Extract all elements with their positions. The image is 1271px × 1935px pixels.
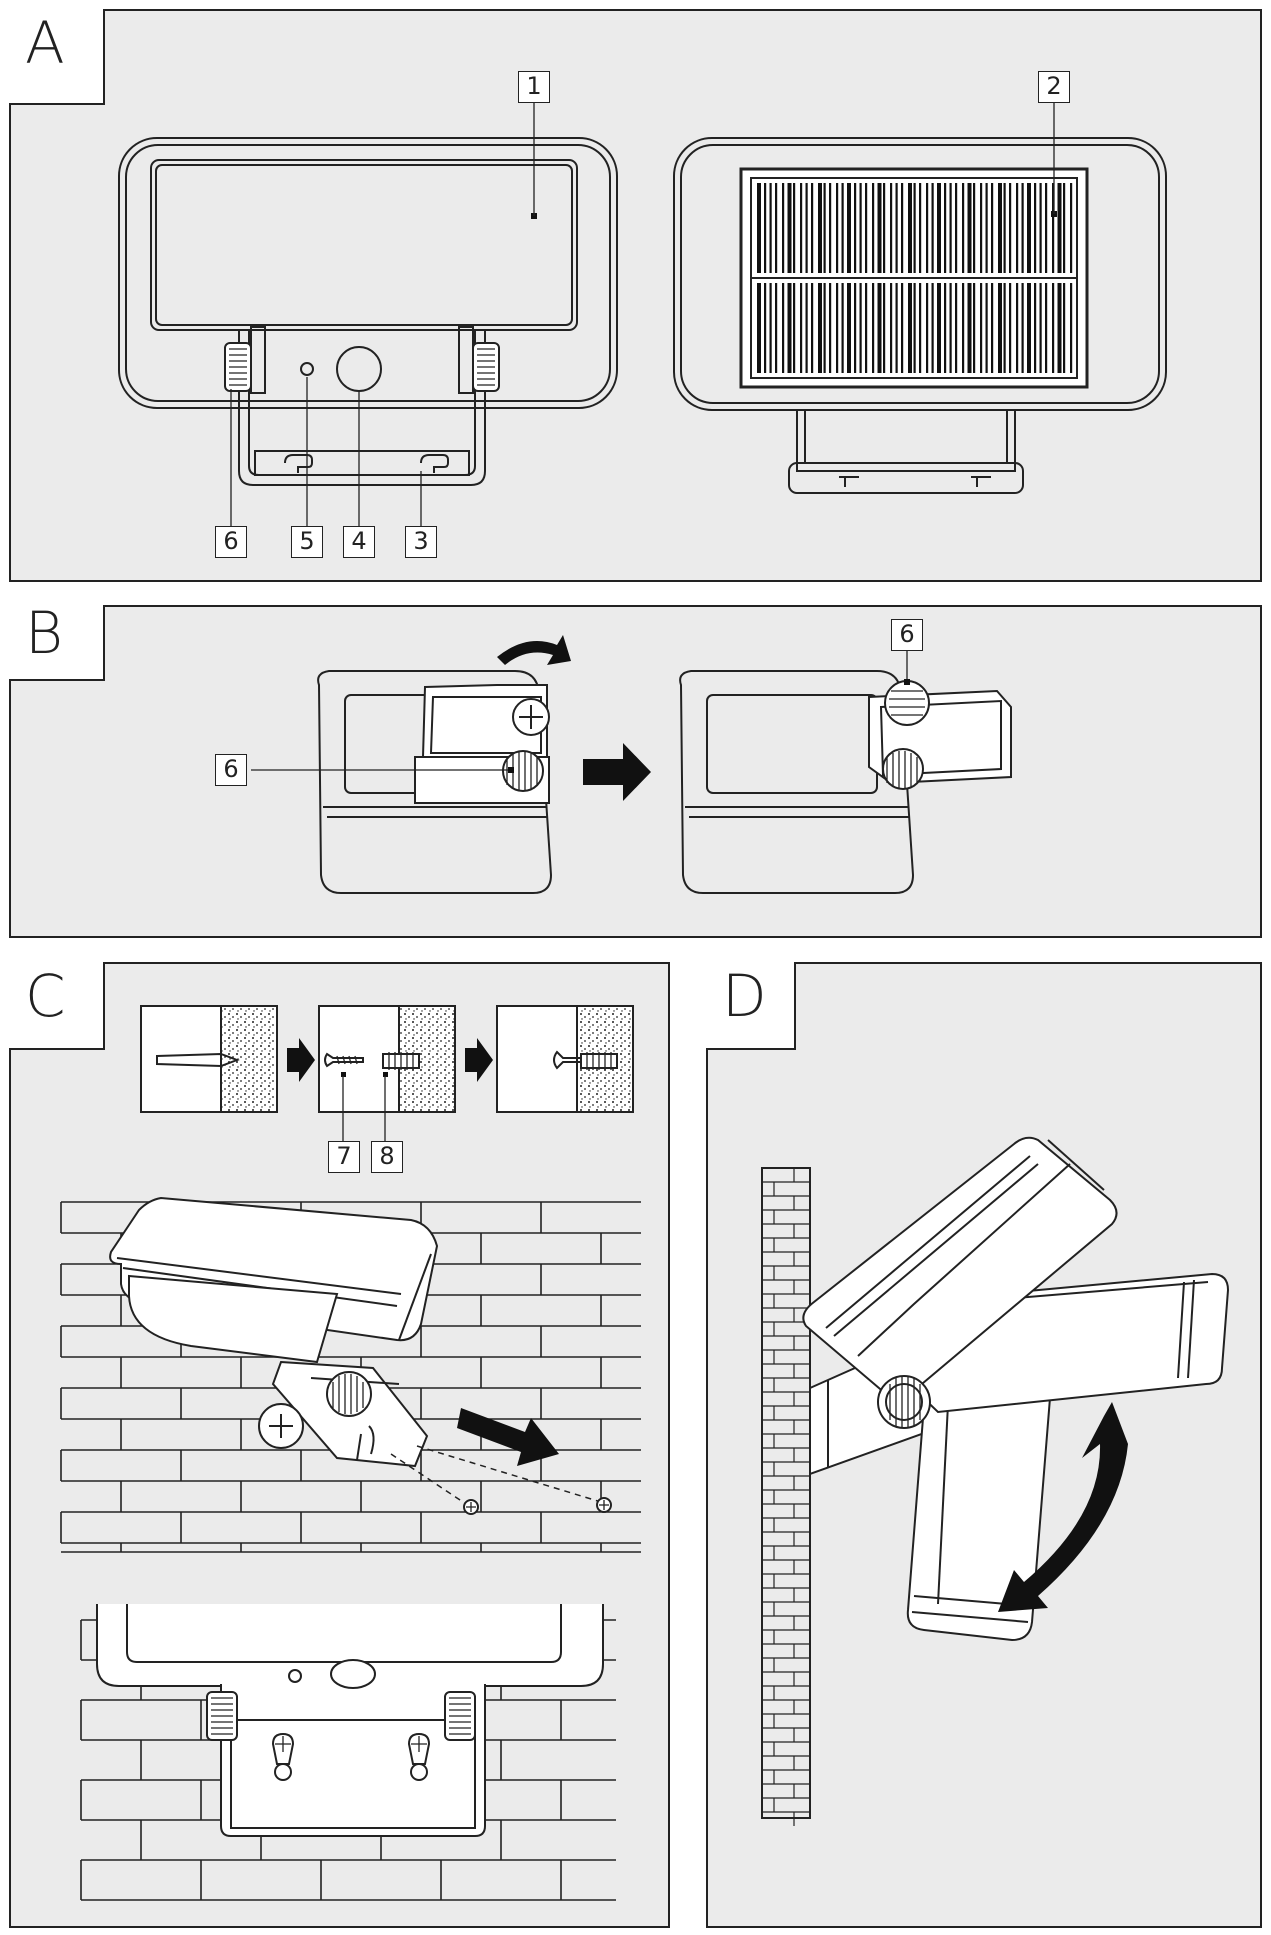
panel-d-tag: D — [706, 962, 796, 1050]
right-arrow-icon — [583, 743, 651, 801]
rotate-arrow-icon — [497, 635, 571, 665]
callout-2: 2 — [1038, 71, 1070, 103]
right-arrow-icon — [457, 1408, 559, 1466]
drill-step-illustration — [140, 1005, 315, 1113]
callout-1: 1 — [518, 71, 550, 103]
panel-a: A — [9, 9, 1262, 582]
callout-7: 7 — [328, 1141, 360, 1173]
lamp-side-right-illustration — [679, 651, 1012, 894]
panel-c-letter: C — [25, 962, 66, 1030]
panel-c-artwork — [60, 1005, 641, 1901]
lamp-back-illustration — [673, 101, 1167, 494]
screw-installed-step-illustration — [496, 1005, 634, 1113]
lamp-upper-position-illustration — [802, 1136, 1118, 1400]
panel-c-tag: C — [9, 962, 105, 1050]
panel-d: D — [706, 962, 1262, 1928]
panel-a-letter: A — [25, 9, 65, 77]
solar-cell-stripes — [757, 183, 1073, 373]
panel-b-letter: B — [25, 599, 63, 667]
panel-c: C — [9, 962, 670, 1928]
screw-plug-step-illustration — [318, 1005, 493, 1142]
panel-b-artwork — [251, 635, 1012, 894]
lamp-mounted-closeup-illustration — [96, 1604, 604, 1837]
lamp-side-left-illustration — [251, 635, 571, 894]
panel-a-tag: A — [9, 9, 105, 105]
callout-8: 8 — [371, 1141, 403, 1173]
panel-b-tag: B — [9, 599, 105, 681]
callout-4: 4 — [343, 526, 375, 558]
lamp-wall-tilted-illustration — [109, 1196, 612, 1515]
panel-d-artwork — [761, 1136, 1230, 1826]
callout-6-left: 6 — [215, 754, 247, 786]
callout-3: 3 — [405, 526, 437, 558]
panel-a-artwork — [118, 101, 1167, 529]
callout-6: 6 — [215, 526, 247, 558]
panel-b: B — [9, 599, 1262, 938]
panel-d-letter: D — [722, 962, 767, 1030]
swing-arrow-icon — [998, 1402, 1128, 1612]
lamp-front-illustration — [118, 101, 618, 529]
callout-5: 5 — [291, 526, 323, 558]
callout-6-right: 6 — [891, 619, 923, 651]
narrow-brick-wall — [762, 1167, 810, 1826]
